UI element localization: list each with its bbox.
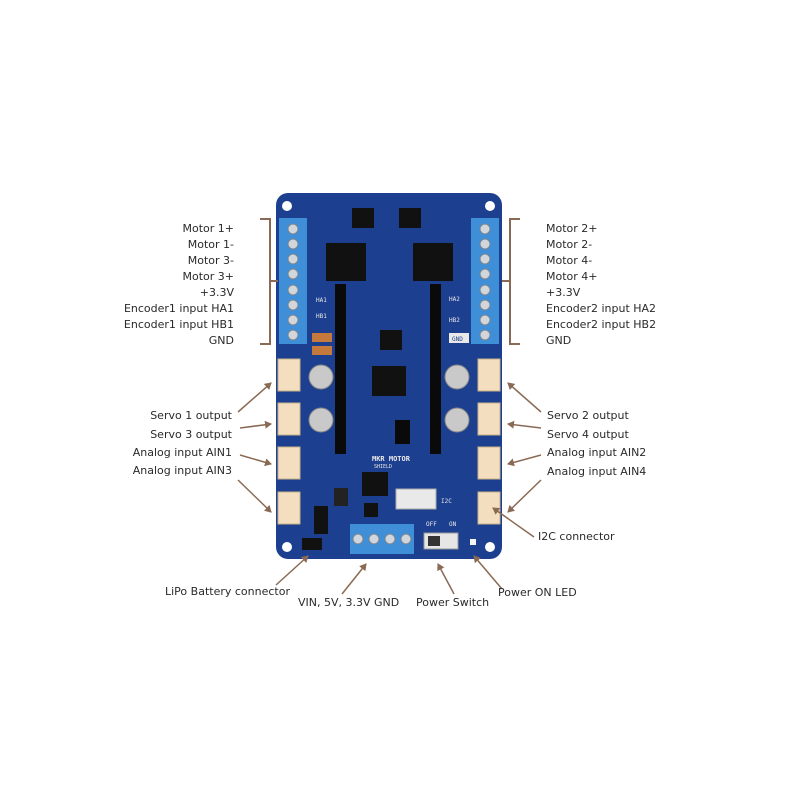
power-led (470, 539, 476, 545)
arrow-ain1 (239, 454, 272, 467)
header-rail-right (430, 284, 441, 454)
capacitor (444, 364, 470, 390)
mounting-hole-tl (282, 201, 292, 211)
label-servo3-output: Servo 3 output (150, 428, 232, 441)
label-gnd-right: GND (546, 334, 572, 347)
arrow-servo1 (237, 382, 272, 413)
label-motor2-plus: Motor 2+ (546, 222, 598, 235)
lipo-connector (302, 538, 322, 550)
label-motor1-plus: Motor 1+ (182, 222, 235, 235)
arrow-ain2 (507, 454, 542, 467)
servo-headers-left (277, 358, 301, 525)
silkscreen-ha1: HA1 (316, 297, 327, 304)
label-analog-ain4: Analog input AIN4 (547, 465, 647, 478)
silkscreen-title: MKR MOTOR (372, 455, 411, 463)
arrow-power-led (473, 555, 503, 590)
arrow-lipo (275, 555, 309, 586)
label-servo1-output: Servo 1 output (150, 409, 232, 422)
arrow-i2c (492, 507, 535, 538)
arrow-servo2 (507, 382, 542, 413)
label-analog-ain1: Analog input AIN1 (132, 446, 232, 459)
pwm-driver-ic (372, 366, 406, 396)
power-terminal-block (350, 524, 414, 554)
capacitor (444, 407, 470, 433)
silkscreen-hb2: HB2 (449, 317, 460, 324)
label-motor1-minus: Motor 1- (187, 238, 234, 251)
right-bracket (509, 218, 520, 345)
capacitor (308, 407, 334, 433)
label-analog-ain3: Analog input AIN3 (132, 464, 232, 477)
arrow-ain3 (237, 479, 272, 513)
arrow-ain4 (507, 479, 542, 513)
label-motor3-plus: Motor 3+ (182, 270, 235, 283)
left-terminal-block (279, 218, 307, 344)
small-header (395, 420, 410, 444)
mounting-hole-bl (282, 542, 292, 552)
power-switch-slider (428, 536, 440, 546)
arrow-power-switch (437, 563, 455, 595)
silkscreen-on: ON (449, 521, 457, 528)
tantalum-capacitor (312, 333, 332, 342)
motor-driver-ic-right (413, 243, 453, 281)
label-encoder2-ha2: Encoder2 input HA2 (546, 302, 657, 315)
label-analog-ain2: Analog input AIN2 (547, 446, 647, 459)
i2c-connector-housing (395, 488, 437, 510)
label-encoder1-hb1: Encoder1 input HB1 (123, 318, 234, 331)
label-motor4-plus: Motor 4+ (546, 270, 598, 283)
silkscreen-hb1: HB1 (316, 313, 327, 320)
label-power-led: Power ON LED (498, 586, 577, 599)
small-ic-right (399, 208, 421, 228)
diode (334, 488, 348, 506)
label-servo4-output: Servo 4 output (547, 428, 629, 441)
label-motor3-minus: Motor 3- (187, 254, 234, 267)
regulator-ic (364, 503, 378, 517)
microcontroller-ic (380, 330, 402, 350)
label-motor2-minus: Motor 2- (546, 238, 593, 251)
label-i2c-connector: I2C connector (538, 530, 615, 543)
silkscreen-gnd-box (449, 333, 469, 343)
mounting-hole-tr (485, 201, 495, 211)
arrow-vin (341, 563, 367, 595)
tantalum-capacitor (312, 346, 332, 355)
right-terminal-block (471, 218, 499, 344)
header-rail-left (335, 284, 346, 454)
voltage-regulator (362, 472, 388, 496)
label-motor4-minus: Motor 4- (546, 254, 593, 267)
small-ic-left (352, 208, 374, 228)
label-vin-5v-3v3-gnd: VIN, 5V, 3.3V GND (298, 596, 400, 609)
silkscreen-ha2: HA2 (449, 296, 460, 303)
label-3v3-right: +3.3V (546, 286, 581, 299)
silkscreen-off: OFF (426, 521, 437, 528)
label-3v3-left: +3.3V (199, 286, 234, 299)
left-bracket (260, 218, 271, 345)
mounting-hole-br (485, 542, 495, 552)
motor-driver-ic-left (326, 243, 366, 281)
silkscreen-gnd: GND (452, 336, 463, 343)
silkscreen-i2c: I2C (441, 498, 452, 505)
arrow-servo4 (507, 420, 542, 429)
label-servo2-output: Servo 2 output (547, 409, 629, 422)
label-encoder1-ha1: Encoder1 input HA1 (123, 302, 234, 315)
servo-headers-right (477, 358, 501, 525)
label-lipo-battery: LiPo Battery connector (165, 585, 290, 598)
inductor (314, 506, 328, 534)
label-encoder2-hb2: Encoder2 input HB2 (546, 318, 657, 331)
label-gnd-left: GND (208, 334, 234, 347)
label-power-switch: Power Switch (416, 596, 490, 609)
capacitor (308, 364, 334, 390)
silkscreen-subtitle: SHIELD (374, 464, 392, 470)
arrow-servo3 (239, 420, 272, 429)
